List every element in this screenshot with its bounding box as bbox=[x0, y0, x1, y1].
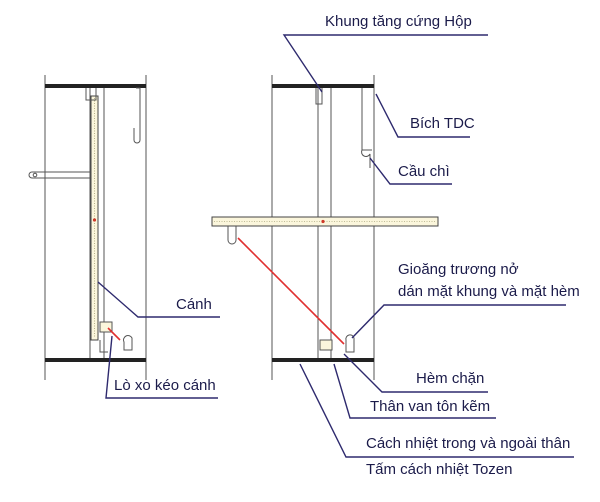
right-top-bracket bbox=[315, 88, 323, 105]
right-view bbox=[211, 75, 439, 380]
label-gioang-line1: Gioăng trương nở bbox=[398, 261, 519, 278]
left-bottom-stop bbox=[99, 321, 113, 333]
leader-cau-chi bbox=[369, 157, 452, 185]
label-gioang-line2: dán mặt khung và mặt hèm bbox=[398, 283, 580, 300]
label-canh: Cánh bbox=[176, 296, 212, 313]
left-lever-hole bbox=[32, 172, 38, 178]
left-top-bracket bbox=[85, 88, 97, 101]
right-spring bbox=[237, 237, 345, 345]
label-khung-tang-cung: Khung tăng cứng Hộp bbox=[325, 13, 472, 30]
label-lo-xo: Lò xo kéo cánh bbox=[114, 377, 216, 394]
label-cach-nhiet: Cách nhiệt trong và ngoài thân bbox=[366, 435, 570, 452]
leader-gioang bbox=[351, 304, 566, 339]
left-spring bbox=[107, 327, 121, 341]
label-cau-chi: Cầu chì bbox=[398, 163, 450, 180]
left-blade-pivot bbox=[92, 218, 97, 222]
right-fuse-link bbox=[361, 149, 371, 168]
left-view bbox=[28, 75, 147, 380]
leader-bich-tdc bbox=[375, 93, 470, 138]
leader-canh bbox=[97, 281, 220, 318]
label-hem-chan: Hèm chặn bbox=[416, 370, 484, 387]
labels: Khung tăng cứng Hộp Bích TDC Cầu chì Cán… bbox=[114, 13, 580, 478]
label-bich-tdc: Bích TDC bbox=[410, 115, 475, 132]
leader-lines bbox=[97, 34, 574, 458]
left-spring-anchor bbox=[123, 335, 133, 351]
leader-khung-tang-cung bbox=[282, 34, 488, 93]
right-bottom-stop bbox=[319, 339, 333, 351]
label-tam-cach-nhiet: Tấm cách nhiệt Tozen bbox=[366, 461, 512, 478]
leader-lo-xo bbox=[105, 335, 218, 399]
leader-cach-nhiet bbox=[299, 363, 574, 458]
label-than-van: Thân van tôn kẽm bbox=[370, 398, 490, 415]
right-spring-anchor bbox=[345, 334, 355, 353]
right-blade-pivot bbox=[321, 219, 325, 224]
left-fuse-hook bbox=[133, 87, 141, 144]
right-blade-hook bbox=[227, 226, 237, 245]
right-fuse-post bbox=[361, 88, 372, 151]
leader-hem-chan bbox=[343, 353, 488, 393]
left-lever-arm bbox=[28, 171, 91, 179]
left-bottom-seat bbox=[99, 340, 108, 353]
leader-than-van bbox=[333, 363, 496, 419]
